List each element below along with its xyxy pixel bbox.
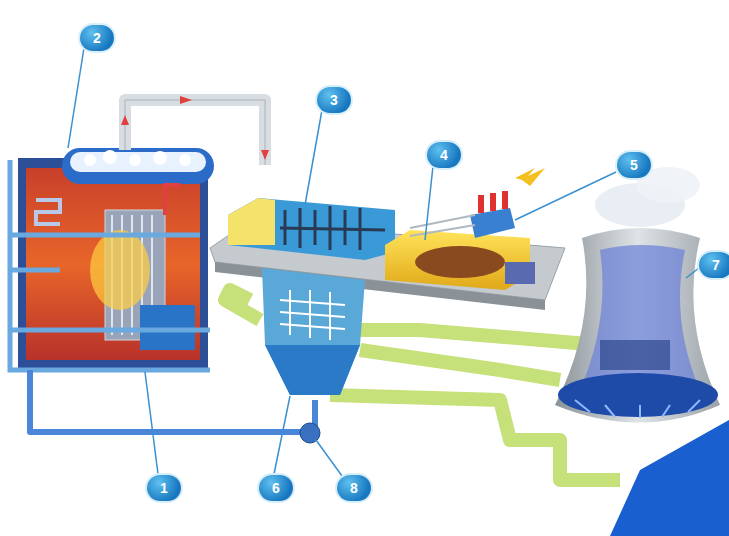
callout-number: 3 xyxy=(317,87,351,113)
boiler xyxy=(10,158,210,370)
leader-lines xyxy=(68,48,699,476)
steam-pipe-edge xyxy=(125,100,265,165)
steam-drum xyxy=(62,148,214,184)
callout-number: 8 xyxy=(337,475,371,501)
callout-number: 5 xyxy=(617,152,651,178)
steam-pipe xyxy=(125,100,265,165)
water-ground xyxy=(610,420,729,536)
callout-number: 6 xyxy=(259,475,293,501)
callout-number: 7 xyxy=(699,252,729,278)
condenser xyxy=(262,268,365,395)
pump xyxy=(300,423,320,443)
turbine xyxy=(228,198,395,260)
feedwater-pipe xyxy=(30,370,315,432)
steam-return xyxy=(165,185,180,215)
callout-number: 4 xyxy=(427,142,461,168)
cooling-tower xyxy=(555,167,720,423)
generator xyxy=(385,230,535,290)
callout-number: 2 xyxy=(80,25,114,51)
steam-arrows xyxy=(121,96,269,160)
transformer xyxy=(410,168,545,238)
callout-number: 1 xyxy=(147,475,181,501)
